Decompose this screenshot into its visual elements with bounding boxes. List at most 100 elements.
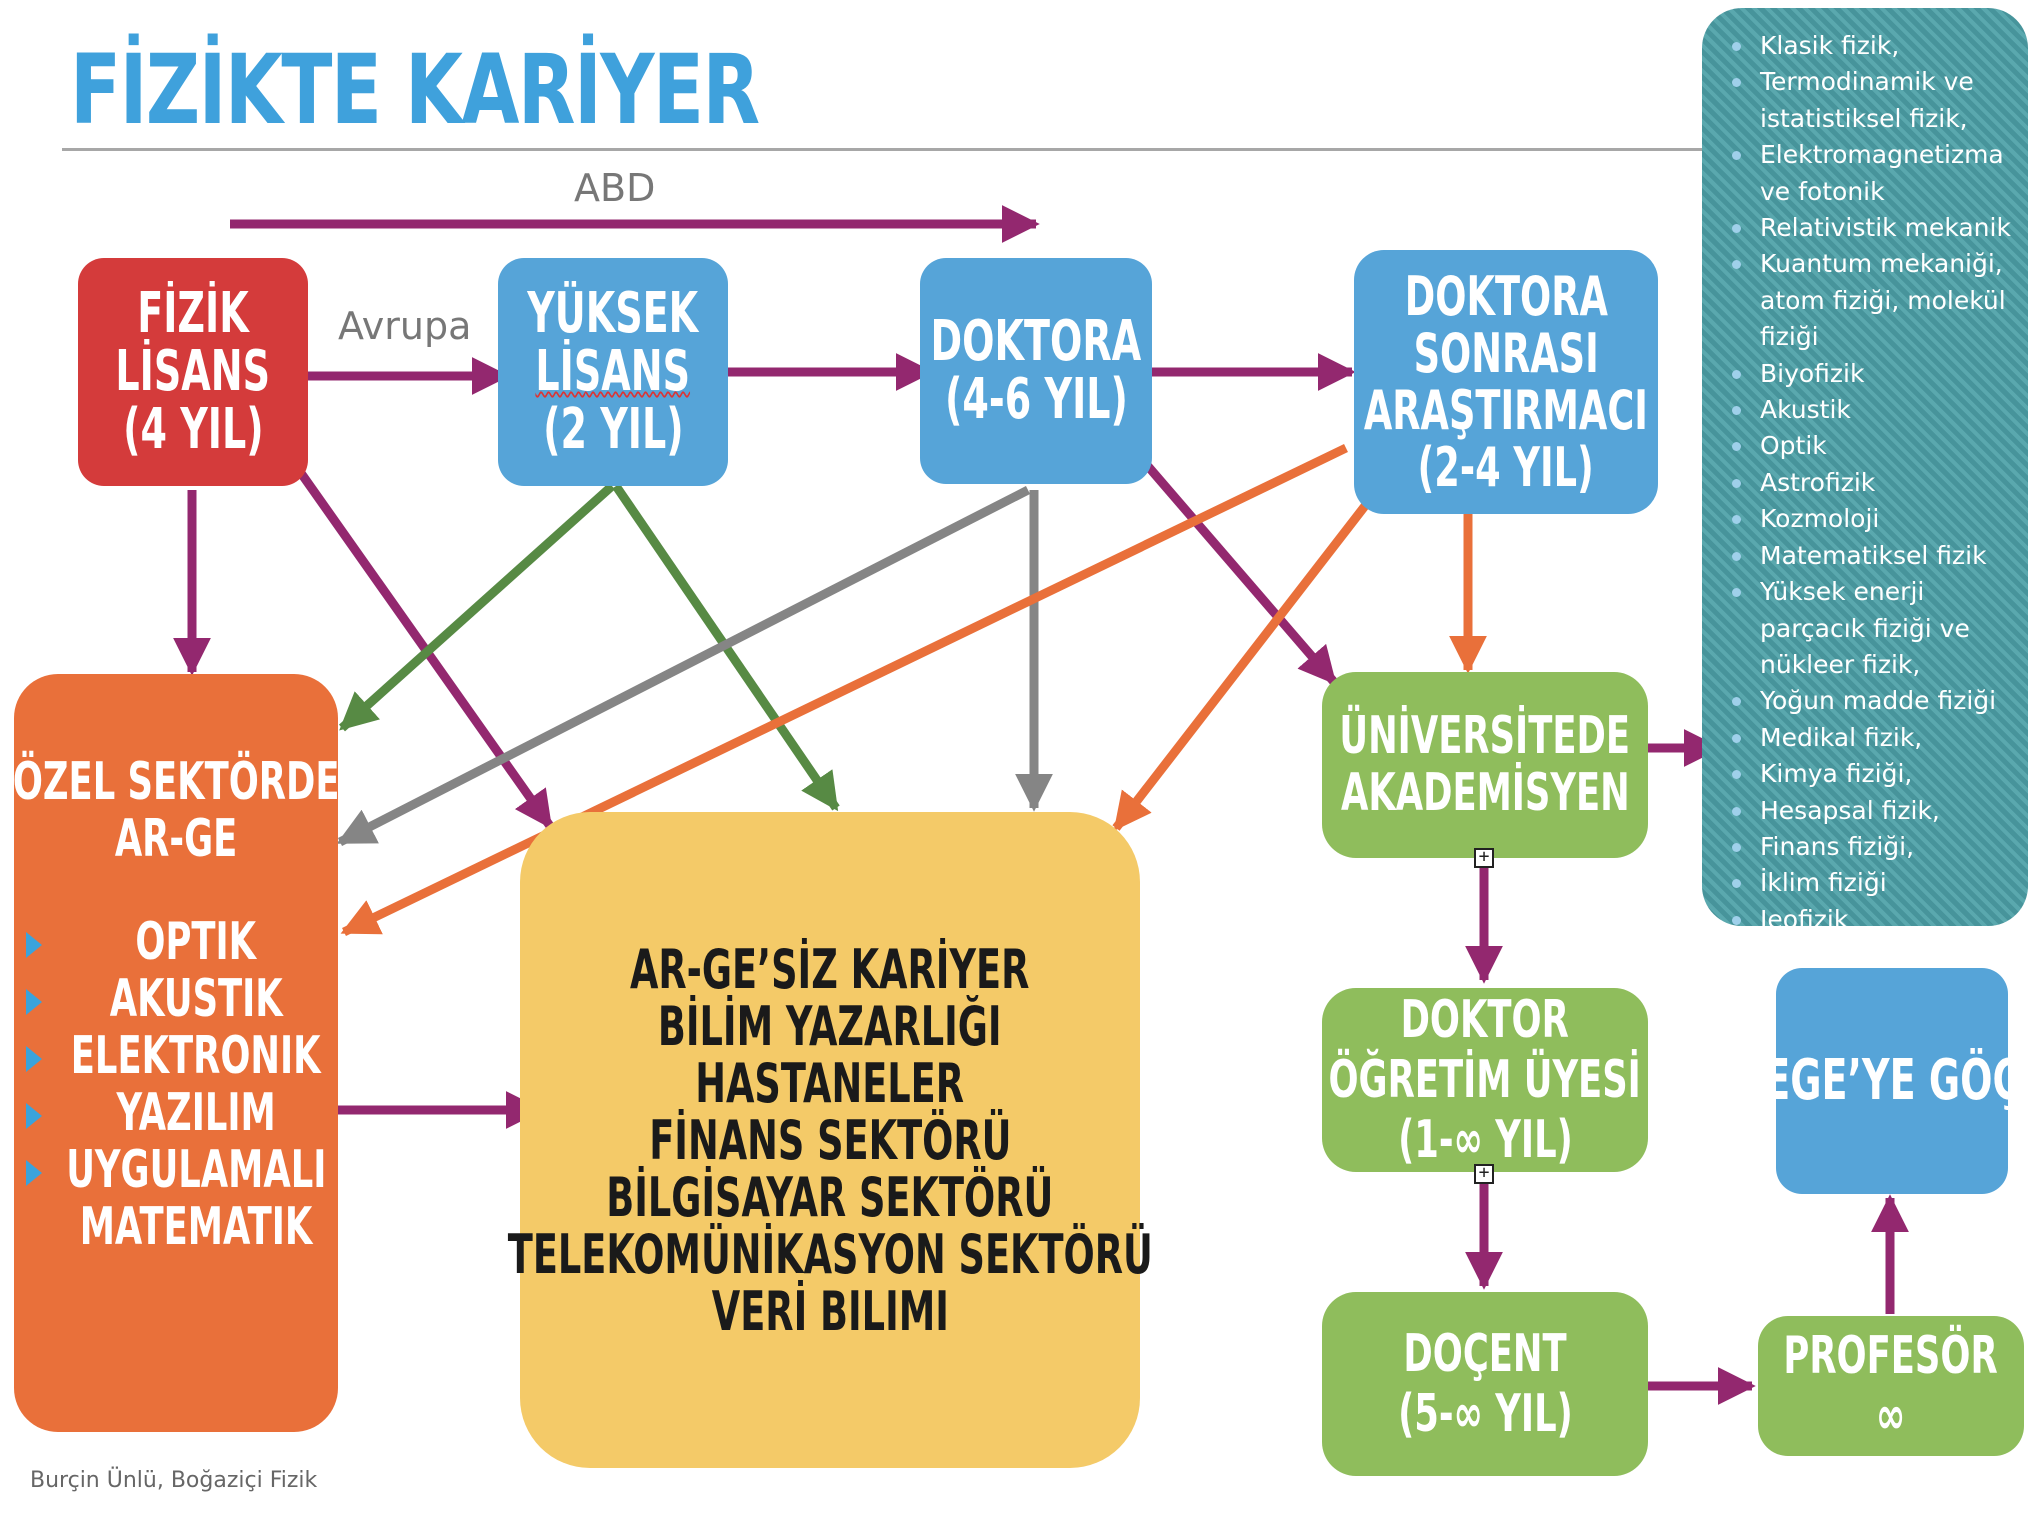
bullet-triangle-icon xyxy=(26,989,42,1015)
arrow-yl-to-ozel xyxy=(338,482,616,732)
arrow-lisans-to-argesiz xyxy=(292,463,554,830)
bullet-triangle-icon xyxy=(26,1160,42,1186)
list-item-label: ELEKTRONIK xyxy=(71,1026,321,1086)
box-line: (2-4 YIL) xyxy=(1417,436,1595,499)
box-line: EGE’YE GÖÇ xyxy=(1763,1048,2021,1113)
box-line: ∞ xyxy=(1876,1386,1906,1446)
list-item-label: YAZILIM xyxy=(116,1083,276,1143)
topic-item: parçacık fiziği ve xyxy=(1760,613,1970,643)
box-line: (2 YIL) xyxy=(542,397,684,462)
box-line: DOÇENT xyxy=(1403,1324,1567,1384)
box-line: (4-6 YIL) xyxy=(944,367,1128,432)
box-line: (5-∞ YIL) xyxy=(1397,1384,1573,1444)
box-docent: DOÇENT (5-∞ YIL) xyxy=(1322,1292,1648,1476)
topic-item: Optik xyxy=(1730,428,2020,464)
box-universite-akademisyen: ÜNİVERSİTEDE AKADEMİSYEN xyxy=(1322,672,1648,858)
box-line: FİNANS SEKTÖRÜ xyxy=(648,1108,1012,1172)
topic-item: Jeofizik xyxy=(1730,902,2020,938)
box-ozel-sektor: ÖZEL SEKTÖRDE AR-GE OPTIK AKUSTIK ELEKTR… xyxy=(12,674,340,1432)
topic-item: Matematiksel fizik xyxy=(1730,538,2020,574)
box-doktor-ogretim-uyesi: DOKTOR ÖĞRETİM ÜYESİ (1-∞ YIL) xyxy=(1322,988,1648,1172)
box-line: LİSANS xyxy=(535,339,691,404)
topic-item: Relativistik mekanik xyxy=(1730,210,2020,246)
topic-item: istatistiksel fizik, xyxy=(1760,103,1968,133)
expand-handle-icon[interactable]: + xyxy=(1474,848,1494,868)
box-profesor: PROFESÖR ∞ xyxy=(1758,1316,2024,1456)
topic-item: Akustik xyxy=(1730,392,2020,428)
box-line: ARAŞTIRMACI xyxy=(1363,379,1649,442)
arrow-post-to-ozel xyxy=(340,443,1348,937)
box-line: AR-GE xyxy=(114,809,238,869)
box-fizik-lisans: FİZİK LİSANS (4 YIL) xyxy=(78,258,308,486)
box-line: YÜKSEK xyxy=(527,281,699,346)
topic-item: Kimya fiziği, xyxy=(1730,756,2020,792)
arrow-post-to-argesiz xyxy=(1112,499,1372,831)
topic-item: Termodinamik ve xyxy=(1730,64,2020,100)
title-divider xyxy=(62,148,1702,151)
topic-item: İklim fiziği xyxy=(1730,865,2020,901)
list-item-label: OPTIK xyxy=(135,912,257,972)
topic-item: nükleer fizik, xyxy=(1760,649,1921,679)
box-line: BİLGİSAYAR SEKTÖRÜ xyxy=(606,1165,1054,1229)
box-line: TELEKOMÜNİKASYON SEKTÖRÜ xyxy=(507,1222,1153,1286)
box-line: SONRASI xyxy=(1413,322,1599,385)
topic-item: Finans fiziği, xyxy=(1730,829,2020,865)
box-line: DOKTORA xyxy=(930,309,1142,374)
bullet-triangle-icon xyxy=(26,1103,42,1129)
box-line: HASTANELER xyxy=(695,1051,965,1115)
topic-item: Klasik fizik, xyxy=(1730,28,2020,64)
list-item: ELEKTRONIK xyxy=(14,1028,338,1085)
box-line: AKADEMİSYEN xyxy=(1340,763,1630,823)
list-item: UYGULAMALI xyxy=(14,1142,338,1199)
list-item-label: MATEMATIK xyxy=(79,1197,313,1257)
box-doktora-sonrasi: DOKTORA SONRASI ARAŞTIRMACI (2-4 YIL) xyxy=(1354,250,1658,514)
box-line: (1-∞ YIL) xyxy=(1397,1110,1573,1170)
box-line: BİLİM YAZARLIĞI xyxy=(658,994,1002,1058)
expand-handle-icon[interactable]: + xyxy=(1474,1164,1494,1184)
list-item-label: UYGULAMALI xyxy=(65,1140,327,1200)
list-item: MATEMATIK xyxy=(14,1199,338,1256)
topic-item: Elektromagnetizma xyxy=(1730,137,2020,173)
box-arge-siz-kariyer: AR-GE’SİZ KARİYER BİLİM YAZARLIĞI HASTAN… xyxy=(507,812,1153,1468)
list-item: AKUSTIK xyxy=(14,971,338,1028)
bullet-triangle-icon xyxy=(26,1046,42,1072)
list-item: YAZILIM xyxy=(14,1085,338,1142)
box-line: FİZİK xyxy=(137,281,249,346)
box-doktora: DOKTORA (4-6 YIL) xyxy=(920,258,1152,484)
box-line: ÖZEL SEKTÖRDE xyxy=(12,752,340,812)
box-yuksek-lisans: YÜKSEK LİSANS (2 YIL) xyxy=(498,258,728,486)
topic-item: atom fiziği, molekül xyxy=(1760,285,2006,315)
box-line: LİSANS xyxy=(115,339,271,404)
box-line: DOKTOR xyxy=(1400,990,1570,1050)
topic-item: Biyofizik xyxy=(1730,356,2020,392)
topic-item: fiziği xyxy=(1760,322,1819,352)
topic-item: Kozmoloji xyxy=(1730,501,2020,537)
topic-item: Yüksek enerji xyxy=(1730,574,2020,610)
label-avrupa: Avrupa xyxy=(338,304,472,348)
box-line: VERİ BILIMI xyxy=(711,1279,949,1343)
arrow-dr-to-uni xyxy=(1142,461,1338,685)
topic-item: Astrofizik xyxy=(1730,465,2020,501)
box-egeye-goc: EGE’YE GÖÇ xyxy=(1764,968,2020,1194)
footer-credit: Burçin Ünlü, Boğaziçi Fizik xyxy=(30,1468,318,1493)
box-line: PROFESÖR xyxy=(1783,1326,1999,1386)
ozel-sektor-list: OPTIK AKUSTIK ELEKTRONIK YAZILIM UYGULAM… xyxy=(14,914,338,1256)
box-line: (4 YIL) xyxy=(122,397,264,462)
arrow-dr-to-ozel xyxy=(336,485,1031,847)
box-line: ÜNİVERSİTEDE xyxy=(1339,706,1631,766)
box-line: ÖĞRETİM ÜYESİ xyxy=(1328,1050,1642,1110)
box-line: AR-GE’SİZ KARİYER xyxy=(630,937,1030,1001)
topic-item: Kuantum mekaniği, xyxy=(1730,246,2020,282)
label-abd: ABD xyxy=(574,166,656,210)
page-title: FİZİKTE KARİYER xyxy=(70,34,760,146)
topic-item: Medikal fizik, xyxy=(1730,720,2020,756)
topic-item: Yoğun madde fiziği xyxy=(1730,683,2020,719)
bullet-triangle-icon xyxy=(26,932,42,958)
topic-item: ve fotonik xyxy=(1760,176,1885,206)
box-line: DOKTORA xyxy=(1404,265,1608,328)
topic-item: Hesapsal fizik, xyxy=(1730,793,2020,829)
list-item-label: AKUSTIK xyxy=(109,969,283,1029)
list-item: OPTIK xyxy=(14,914,338,971)
